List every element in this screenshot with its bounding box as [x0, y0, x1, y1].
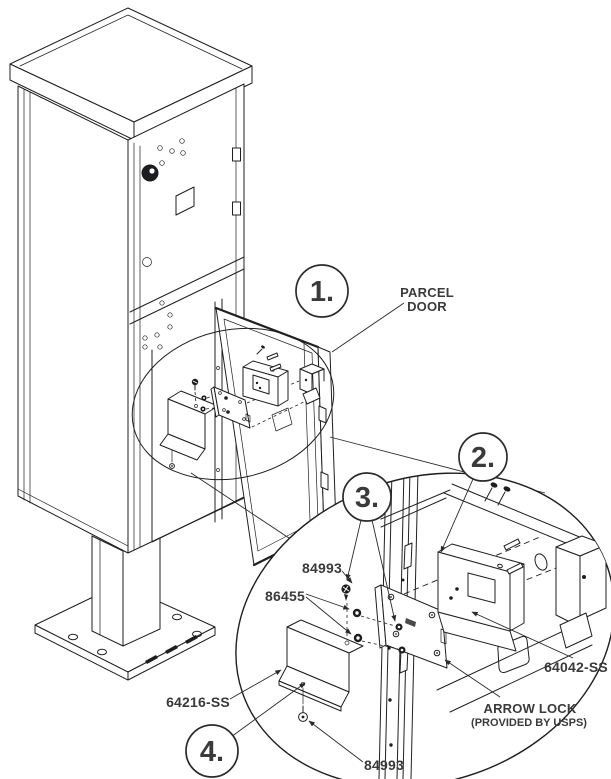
- label-arrow-lock-line1: ARROW LOCK: [484, 701, 577, 716]
- leader-parcel-door: [331, 302, 405, 353]
- leader-64042: [471, 611, 574, 659]
- leader-86455-a: [305, 593, 350, 610]
- door-hand-cutout: [497, 635, 530, 673]
- leader-84993-bottom: [308, 720, 364, 763]
- mini-exploded-assembly: [159, 345, 325, 469]
- leader-step2: [440, 478, 474, 553]
- hinge: [232, 147, 241, 162]
- lock-cylinder: [141, 164, 159, 182]
- callout-4-number: 4.: [200, 736, 224, 768]
- mini-door-cutout: [271, 407, 293, 432]
- cabinet-left-face: [17, 85, 129, 554]
- label-86455: 86455: [265, 588, 305, 604]
- callout-step-4: 4.: [185, 724, 239, 778]
- label-parcel-door-line1: PARCEL: [400, 285, 454, 300]
- mini-door-bracket: [299, 363, 325, 405]
- screw-84993-bottom: [298, 687, 308, 722]
- lock-bracket-64042: [437, 543, 525, 652]
- label-arrow-lock-line2: (PROVIDED BY USPS): [471, 717, 587, 729]
- hinge: [232, 201, 241, 216]
- cabinet-top: [9, 7, 253, 141]
- callout-3-number: 3.: [355, 482, 379, 514]
- door-latch: [320, 471, 329, 491]
- leader-lines: [229, 302, 574, 763]
- label-parcel-door-line2: DOOR: [407, 299, 447, 314]
- leader-arrow-lock: [444, 659, 501, 698]
- callout-2-number: 2.: [471, 442, 495, 474]
- leader-step3-b: [371, 519, 397, 622]
- label-64042-ss: 64042-SS: [544, 659, 608, 675]
- label-84993-bottom: 84993: [364, 757, 404, 773]
- mini-standoff-posts: [256, 345, 282, 372]
- pedestal-column: [91, 532, 161, 647]
- mini-lock-plate: [210, 386, 251, 429]
- mini-lock-bracket-64042: [242, 360, 289, 407]
- standoff-posts: [503, 538, 524, 575]
- card-slot: [175, 186, 195, 216]
- arrow-lock-body: [555, 535, 607, 649]
- door-latch: [318, 405, 327, 424]
- detail-ellipse-small: [131, 327, 335, 481]
- callout-1-number: 1.: [310, 276, 334, 308]
- leader-64216: [229, 669, 282, 700]
- detail-bubble-content: [278, 469, 607, 779]
- label-64216-ss: 64216-SS: [166, 694, 230, 710]
- label-84993-top: 84993: [302, 560, 342, 576]
- callout-step-1: 1.: [295, 264, 349, 318]
- mini-screw-84993: [191, 378, 199, 405]
- cover-64216: [278, 619, 364, 712]
- mini-bottom-screw: [169, 449, 175, 469]
- washers-86455: [352, 608, 399, 650]
- shelf-band: [129, 256, 245, 350]
- panel-holes: [142, 138, 186, 267]
- leader-step3-a: [345, 519, 362, 581]
- bracket-screws: [484, 482, 511, 506]
- part-labels: PARCEL DOOR 84993 86455 64042-SS ARROW L…: [166, 285, 608, 773]
- leader-step4: [230, 682, 306, 738]
- callout-step-3: 3.: [342, 472, 392, 522]
- lock-cam-hole: [534, 553, 548, 571]
- cabinet: [9, 7, 253, 554]
- mini-cover-64216: [159, 390, 219, 461]
- leader-86455-b: [305, 596, 352, 635]
- cabinet-front-face: [127, 83, 245, 554]
- callout-step-2: 2.: [458, 432, 508, 482]
